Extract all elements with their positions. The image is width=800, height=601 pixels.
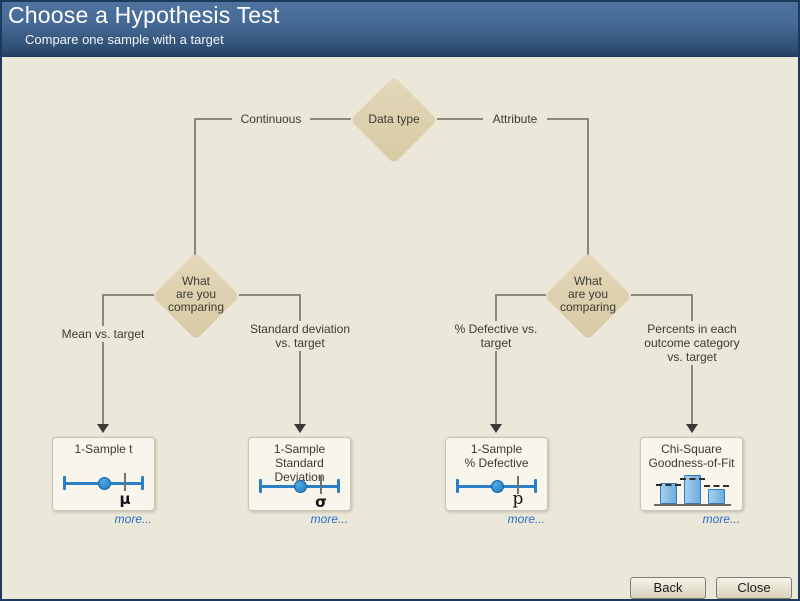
arrow-down-icon [490,424,502,433]
connector-rd-right [631,294,693,296]
branch-label-percents-vs-target: Percents in each outcome category vs. ta… [634,321,750,365]
connector-col1 [102,294,104,425]
connector-col2 [299,294,301,425]
p-symbol: p [512,489,524,509]
back-button[interactable]: Back [630,577,706,599]
connector-right-down [587,118,589,255]
test-card-1-sample-t[interactable]: 1-Sample t μ [52,437,155,511]
sigma-symbol: σ [315,493,327,511]
arrow-down-icon [686,424,698,433]
connector-ld-right [239,294,301,296]
test-card-1-sample-stdev[interactable]: 1-Sample Standard Deviation σ [248,437,351,511]
card-title: 1-Sample % Defective [464,442,529,470]
more-link-chi-square-gof[interactable]: more... [702,512,740,526]
close-button[interactable]: Close [716,577,792,599]
decision-label-left: What are you comparing [167,274,225,314]
arrow-down-icon [294,424,306,433]
card-title: 1-Sample Standard Deviation [273,442,326,484]
more-link-1-sample-t[interactable]: more... [114,512,152,526]
branch-label-continuous: Continuous [232,111,310,127]
test-card-chi-square-gof[interactable]: Chi-Square Goodness-of-Fit [640,437,743,511]
decision-label-right: What are you comparing [559,274,617,314]
connector-ld-left [102,294,154,296]
connector-rd-left [495,294,546,296]
card-title: Chi-Square Goodness-of-Fit [648,442,735,470]
branch-label-mean-vs-target: Mean vs. target [48,326,158,342]
connector-left-down [194,118,196,255]
branch-label-stdev-vs-target: Standard deviation vs. target [244,321,356,351]
decision-label-data-type: Data type [368,112,420,126]
header: Choose a Hypothesis Test Compare one sam… [0,0,800,57]
arrow-down-icon [97,424,109,433]
branch-label-attribute: Attribute [483,111,547,127]
card-title: 1-Sample t [74,442,133,456]
mu-symbol: μ [119,490,131,508]
page-subtitle: Compare one sample with a target [25,32,224,47]
connector-col3 [495,294,497,425]
more-link-1-sample-pct-defective[interactable]: more... [507,512,545,526]
page-title: Choose a Hypothesis Test [8,2,280,28]
test-card-1-sample-pct-defective[interactable]: 1-Sample % Defective p [445,437,548,511]
branch-label-pct-defective-vs-target: % Defective vs. target [441,321,551,351]
more-link-1-sample-stdev[interactable]: more... [310,512,348,526]
